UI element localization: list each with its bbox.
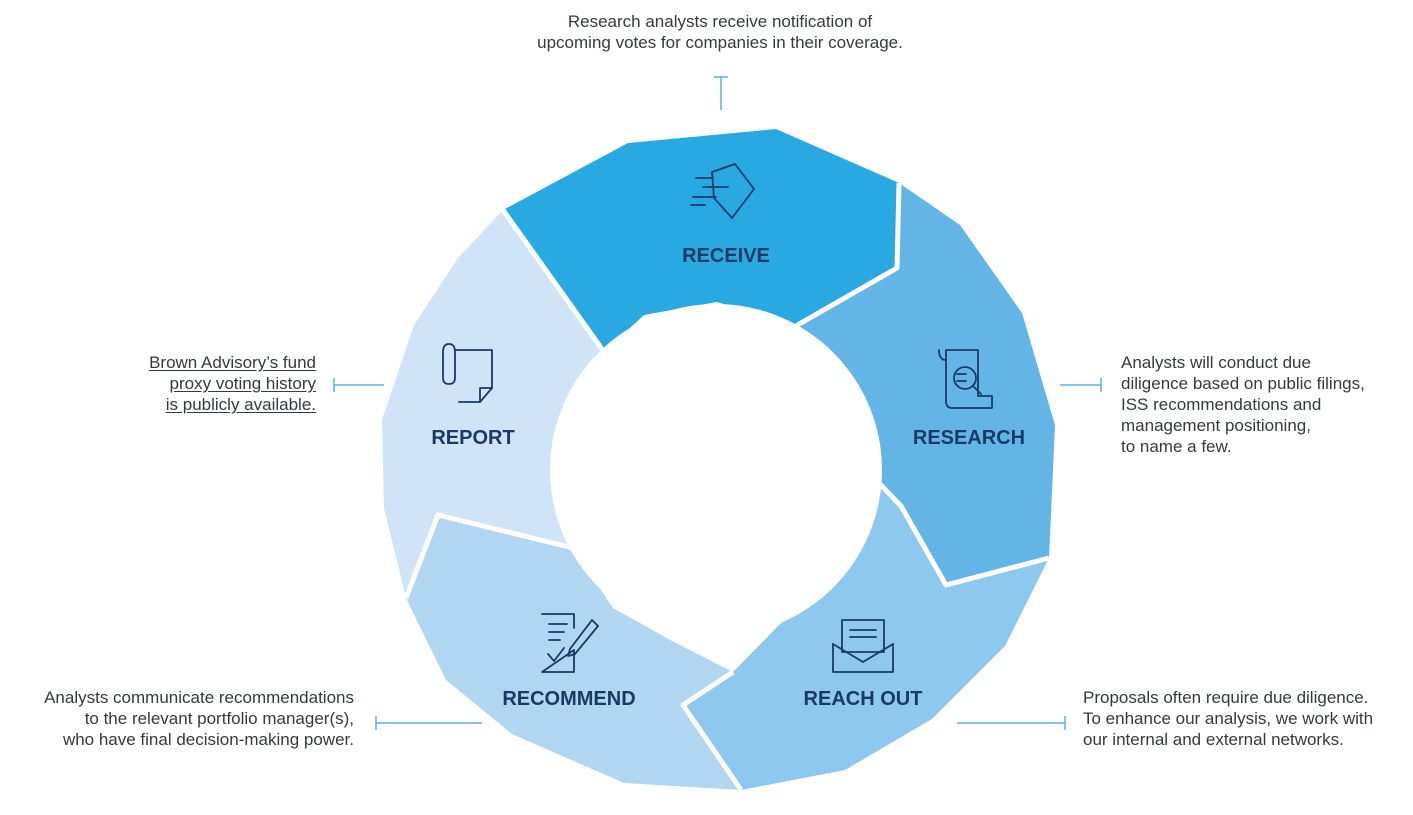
envelope-letter [841,619,885,653]
segment-label-reach-out: REACH OUT [804,688,923,710]
annotation-receive-line-1: Research analysts receive notification o… [567,12,873,31]
divider-receive-report [500,208,607,354]
research-magnifier-handle [972,385,982,395]
annotation-reach-out-line-1: Proposals often require due diligence. [1083,688,1369,707]
segment-reach-out [683,456,1049,790]
report-clip [442,343,456,385]
report-doc-fold [479,387,493,403]
annotation-research-line-4: management positioning, [1121,416,1311,435]
annotation-research-line-5: to name a few. [1121,437,1232,456]
segment-label-receive: RECEIVE [682,245,770,267]
research-scroll-magnifier-icon [938,349,993,409]
research-scroll-body [945,349,993,409]
center-hole [550,304,882,636]
segment-report [382,210,604,598]
divider-receive-research [792,182,902,330]
recommend-pen [567,619,599,657]
receive-document-icon [690,163,755,219]
divider-recommend-report [403,512,574,599]
recommend-check [547,647,565,662]
paperclip-document-icon [442,343,493,403]
envelope-flap [832,643,894,663]
segment-label-report: REPORT [431,427,514,449]
document-pen-checkmark-icon [541,613,599,673]
connectors [333,76,1102,730]
receive-doc-shape [711,163,755,219]
annotation-research-line-3: ISS recommendations and [1121,395,1322,414]
annotation-report-line-1[interactable]: Brown Advisory’s fund [149,353,316,372]
annotation-report-line-3[interactable]: is publicly available. [165,395,316,414]
annotation-research: Analysts will conduct due diligence base… [1121,352,1401,457]
annotation-recommend-line-3: who have final decision-making power. [62,730,354,749]
divider-reach-out-recommend [680,669,744,792]
annotation-reach-out-line-3: our internal and external networks. [1083,730,1344,749]
annotation-report-line-2[interactable]: proxy voting history [169,374,316,393]
annotation-reach-out: Proposals often require due diligence. T… [1083,687,1403,750]
annotation-reach-out-line-2: To enhance our analysis, we work with [1083,709,1374,728]
research-scroll-top [938,349,947,361]
annotation-receive: Research analysts receive notification o… [470,11,970,53]
annotation-research-line-2: diligence based on public filings, [1121,374,1365,393]
annotation-report-link[interactable]: Brown Advisory’s fund proxy voting histo… [100,352,316,415]
annotation-recommend-line-1: Analysts communicate recommendations [44,688,354,707]
segment-label-recommend: RECOMMEND [502,688,635,710]
segment-research [794,183,1055,585]
annotation-recommend: Analysts communicate recommendations to … [4,687,354,750]
research-magnifier-lens [953,366,977,390]
annotation-research-line-1: Analysts will conduct due [1121,353,1311,372]
segment-label-research: RESEARCH [913,427,1025,449]
segment-dividers [403,182,1050,792]
annotation-recommend-line-2: to the relevant portfolio manager(s), [84,709,354,728]
recommend-doc [541,613,575,673]
segment-receive [503,129,899,352]
annotation-receive-line-2: upcoming votes for companies in their co… [537,33,903,52]
envelope-letter-icon [832,619,894,673]
envelope-body [832,643,894,673]
